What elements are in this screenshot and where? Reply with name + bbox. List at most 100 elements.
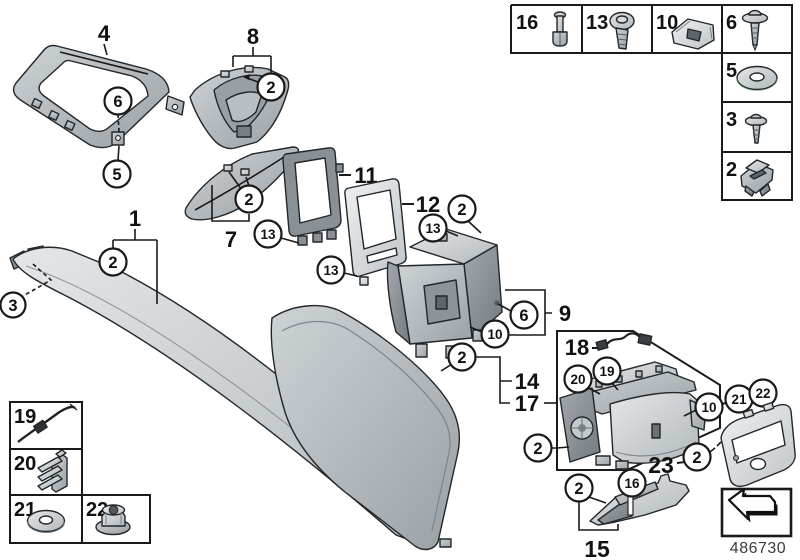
- fastener-cell-13[interactable]: 13: [586, 11, 635, 50]
- fastener-cell-19[interactable]: 19: [14, 403, 78, 443]
- fastener-cell-3[interactable]: 3: [726, 109, 768, 144]
- callout-2-group17[interactable]: 2: [523, 433, 553, 463]
- part-18-cable: [595, 332, 653, 351]
- cable-tie-icon: [17, 403, 78, 443]
- svg-text:21: 21: [731, 392, 747, 407]
- callout-10-group17[interactable]: 10: [694, 392, 724, 422]
- label-part-15[interactable]: 15: [578, 502, 619, 560]
- callout-2-part7[interactable]: 2: [234, 184, 264, 214]
- svg-text:16: 16: [516, 12, 538, 34]
- svg-text:6: 6: [113, 93, 122, 111]
- label-part-9[interactable]: 9: [505, 289, 571, 336]
- fastener-table-bottom-left: 19 20 21 22: [9, 401, 151, 544]
- svg-text:10: 10: [487, 327, 502, 342]
- svg-text:2: 2: [457, 349, 466, 367]
- fastener-cell-5[interactable]: 5: [726, 60, 778, 91]
- svg-text:15: 15: [584, 536, 610, 560]
- svg-text:4: 4: [98, 21, 111, 46]
- label-part-14-17[interactable]: 14 17: [476, 356, 557, 416]
- callout-20-group17[interactable]: 20: [563, 364, 593, 394]
- fastener-cell-10[interactable]: 10: [656, 12, 715, 50]
- callout-2-part8[interactable]: 2: [256, 72, 286, 102]
- svg-text:2: 2: [726, 159, 737, 181]
- fastener-table-top-right: 16 13 10 6: [510, 4, 793, 201]
- part-14-side-trim: [270, 304, 461, 551]
- svg-text:6: 6: [519, 307, 528, 325]
- flange-nut-icon: [95, 504, 131, 536]
- svg-text:6: 6: [726, 12, 737, 34]
- fastener-cell-6[interactable]: 6: [726, 9, 769, 52]
- svg-text:14: 14: [515, 369, 540, 394]
- svg-text:10: 10: [656, 12, 678, 34]
- label-part-7[interactable]: 7: [211, 185, 250, 252]
- label-part-11[interactable]: 11: [339, 163, 378, 188]
- tapping-screw-icon: [744, 113, 768, 144]
- label-part-1[interactable]: 1: [112, 206, 158, 304]
- group-17-box: [556, 330, 721, 471]
- washer-icon: [736, 65, 778, 91]
- part-11-frame: [282, 147, 344, 246]
- washer-screw-icon: [741, 9, 769, 52]
- svg-text:10: 10: [701, 400, 716, 415]
- fastener-cell-2[interactable]: 2: [726, 159, 774, 197]
- callout-19-group17[interactable]: 19: [592, 356, 622, 386]
- svg-text:20: 20: [570, 372, 585, 387]
- callout-2-part23[interactable]: 2: [682, 442, 712, 472]
- callout-13-part12[interactable]: 13: [316, 255, 346, 285]
- svg-text:2: 2: [244, 191, 253, 209]
- cage-nut-icon: [671, 18, 715, 50]
- spring-clip-icon: [740, 159, 774, 197]
- svg-text:12: 12: [416, 192, 440, 217]
- label-part-8[interactable]: 8: [232, 24, 272, 74]
- bent-arrow-icon: [727, 487, 778, 523]
- svg-text:9: 9: [559, 301, 571, 326]
- svg-text:2: 2: [692, 449, 701, 467]
- svg-text:3: 3: [726, 109, 737, 131]
- part-23-bezel: [720, 401, 796, 488]
- callout-21[interactable]: 21: [724, 384, 754, 414]
- fastener-cell-21[interactable]: 21: [14, 499, 66, 533]
- svg-text:1: 1: [129, 206, 141, 231]
- callout-2-part14[interactable]: 2: [447, 342, 477, 372]
- svg-text:11: 11: [354, 163, 377, 188]
- fastener-cell-20[interactable]: 20: [14, 449, 68, 493]
- svg-text:13: 13: [260, 227, 276, 242]
- label-part-12[interactable]: 12: [402, 192, 440, 217]
- svg-text:3: 3: [8, 297, 17, 315]
- svg-text:5: 5: [112, 166, 121, 184]
- part-4-trim-frame: [12, 44, 185, 149]
- callout-2-part1[interactable]: 2: [98, 247, 128, 277]
- washer-icon: [26, 509, 66, 533]
- callout-13-part9[interactable]: 13: [418, 213, 448, 243]
- callout-10-part9[interactable]: 10: [480, 319, 510, 349]
- svg-text:7: 7: [225, 227, 237, 252]
- svg-text:2: 2: [266, 79, 275, 97]
- svg-text:13: 13: [586, 12, 608, 34]
- callout-2-part15[interactable]: 2: [564, 473, 594, 503]
- callout-13-part11[interactable]: 13: [253, 219, 283, 249]
- nav-arrow-box[interactable]: [720, 487, 793, 538]
- label-part-18[interactable]: 18: [565, 335, 598, 360]
- callout-22[interactable]: 22: [748, 378, 778, 408]
- svg-text:18: 18: [565, 335, 589, 360]
- svg-text:13: 13: [425, 221, 441, 236]
- fastener-cell-16[interactable]: 16: [516, 11, 568, 47]
- svg-text:23: 23: [648, 452, 674, 478]
- svg-text:5: 5: [726, 60, 737, 82]
- expanding-clip-icon: [37, 449, 68, 493]
- callout-5-part4[interactable]: 5: [102, 159, 132, 189]
- label-part-4[interactable]: 4: [98, 21, 111, 56]
- svg-text:16: 16: [624, 476, 640, 491]
- fastener-cell-22[interactable]: 22: [86, 499, 131, 536]
- callout-6-part4[interactable]: 6: [103, 86, 133, 116]
- svg-text:2: 2: [533, 440, 542, 458]
- part-15-tray: [589, 473, 690, 526]
- callout-2-part9[interactable]: 2: [447, 194, 477, 224]
- callout-16-part15[interactable]: 16: [617, 468, 647, 498]
- svg-text:19: 19: [14, 406, 36, 428]
- blind-rivet-icon: [552, 11, 568, 47]
- callout-3-part1[interactable]: 3: [0, 291, 27, 319]
- callout-6-part9[interactable]: 6: [509, 300, 539, 330]
- svg-text:20: 20: [14, 453, 36, 475]
